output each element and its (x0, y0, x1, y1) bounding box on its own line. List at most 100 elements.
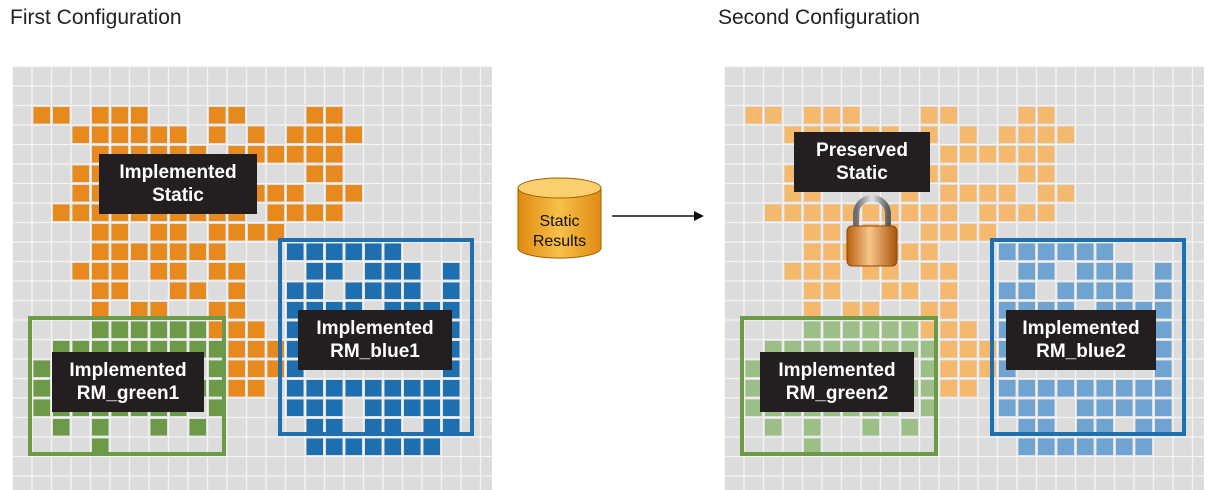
static-cell (53, 107, 70, 124)
static-cell (111, 107, 128, 124)
static-cell (940, 107, 957, 124)
static-cell (131, 107, 148, 124)
rm-green-cell (131, 321, 148, 338)
static-cell (150, 302, 167, 319)
rm-green-cell (921, 360, 938, 377)
static-cell (267, 185, 284, 202)
rm-blue-cell (1096, 380, 1113, 397)
static-cell (92, 263, 109, 280)
rm-blue-cell (1077, 438, 1094, 455)
rm-green-cell (765, 419, 782, 436)
rm-blue-cell (1018, 399, 1035, 416)
rm-green-cell (745, 399, 762, 416)
static-cell (979, 146, 996, 163)
static-cell (228, 263, 245, 280)
static-cell (170, 224, 187, 241)
rm-blue-cell (365, 263, 382, 280)
static-cell (150, 224, 167, 241)
static-cell (306, 126, 323, 143)
rm-blue-cell (1135, 419, 1152, 436)
static-cell (209, 263, 226, 280)
rm-blue-cell (306, 419, 323, 436)
rm-green-cell (189, 321, 206, 338)
static-cell (111, 126, 128, 143)
static-cell (53, 204, 70, 221)
static-cell (248, 380, 265, 397)
static-cell (921, 243, 938, 260)
rm-blue-cell (384, 399, 401, 416)
rm-blue-cell (1018, 263, 1035, 280)
rm-blue-cell (1018, 243, 1035, 260)
rm-blue-cell (1077, 263, 1094, 280)
static-cell (804, 263, 821, 280)
static-cell (1038, 107, 1055, 124)
static-cell (940, 263, 957, 280)
static-cell (228, 107, 245, 124)
rm-blue-cell (1135, 438, 1152, 455)
static-cell (823, 107, 840, 124)
static-cell (960, 321, 977, 338)
rm-blue-cell (1155, 399, 1172, 416)
rm-blue-cell (326, 399, 343, 416)
static-cell (1018, 165, 1035, 182)
static-cell (189, 282, 206, 299)
rm-blue-cell (1096, 399, 1113, 416)
static-cell (745, 107, 762, 124)
static-cell (228, 380, 245, 397)
static-cell (72, 165, 89, 182)
static-cell (228, 341, 245, 358)
static-cell (940, 321, 957, 338)
rm-blue-cell (345, 282, 362, 299)
static-cell (248, 360, 265, 377)
static-cell (823, 243, 840, 260)
static-cell (1057, 126, 1074, 143)
static-cell (287, 146, 304, 163)
rm-green-cell (92, 321, 109, 338)
static-cell (823, 204, 840, 221)
static-cell (960, 341, 977, 358)
rm-blue-cell (443, 380, 460, 397)
static-cell (979, 185, 996, 202)
rm-blue-cell (384, 263, 401, 280)
static-cell (326, 204, 343, 221)
static-cell (921, 107, 938, 124)
rm-blue-cell (1077, 282, 1094, 299)
static-cell (901, 243, 918, 260)
static-cell (92, 126, 109, 143)
static-cell (843, 302, 860, 319)
rm-blue-cell (999, 399, 1016, 416)
static-cell (921, 204, 938, 221)
static-cell (921, 321, 938, 338)
rm-blue-cell (1038, 419, 1055, 436)
static-cell (170, 126, 187, 143)
rm-blue-cell (384, 243, 401, 260)
rm-green-cell (823, 321, 840, 338)
database-cylinder-icon (517, 177, 602, 259)
static-cell (804, 282, 821, 299)
rm-blue-cell (1077, 399, 1094, 416)
rm-green-cell (53, 419, 70, 436)
rm-blue-cell (404, 380, 421, 397)
static-cell (306, 165, 323, 182)
rm-blue2-region (990, 238, 1186, 436)
static-cell (940, 224, 957, 241)
static-cell (345, 185, 362, 202)
rm-blue1-region (278, 238, 474, 436)
rm-blue-cell (1116, 380, 1133, 397)
rm-green-cell (921, 341, 938, 358)
rm-blue-cell (443, 399, 460, 416)
rm-blue-cell (999, 282, 1016, 299)
static-cell (940, 204, 957, 221)
static-cell (248, 321, 265, 338)
static-cell (999, 204, 1016, 221)
rm-blue-cell (999, 243, 1016, 260)
static-cell (111, 282, 128, 299)
rm-blue-cell (1155, 282, 1172, 299)
rm-blue-cell (1116, 438, 1133, 455)
rm-green-cell (862, 321, 879, 338)
rm-blue-cell (404, 282, 421, 299)
rm-green-cell (901, 419, 918, 436)
